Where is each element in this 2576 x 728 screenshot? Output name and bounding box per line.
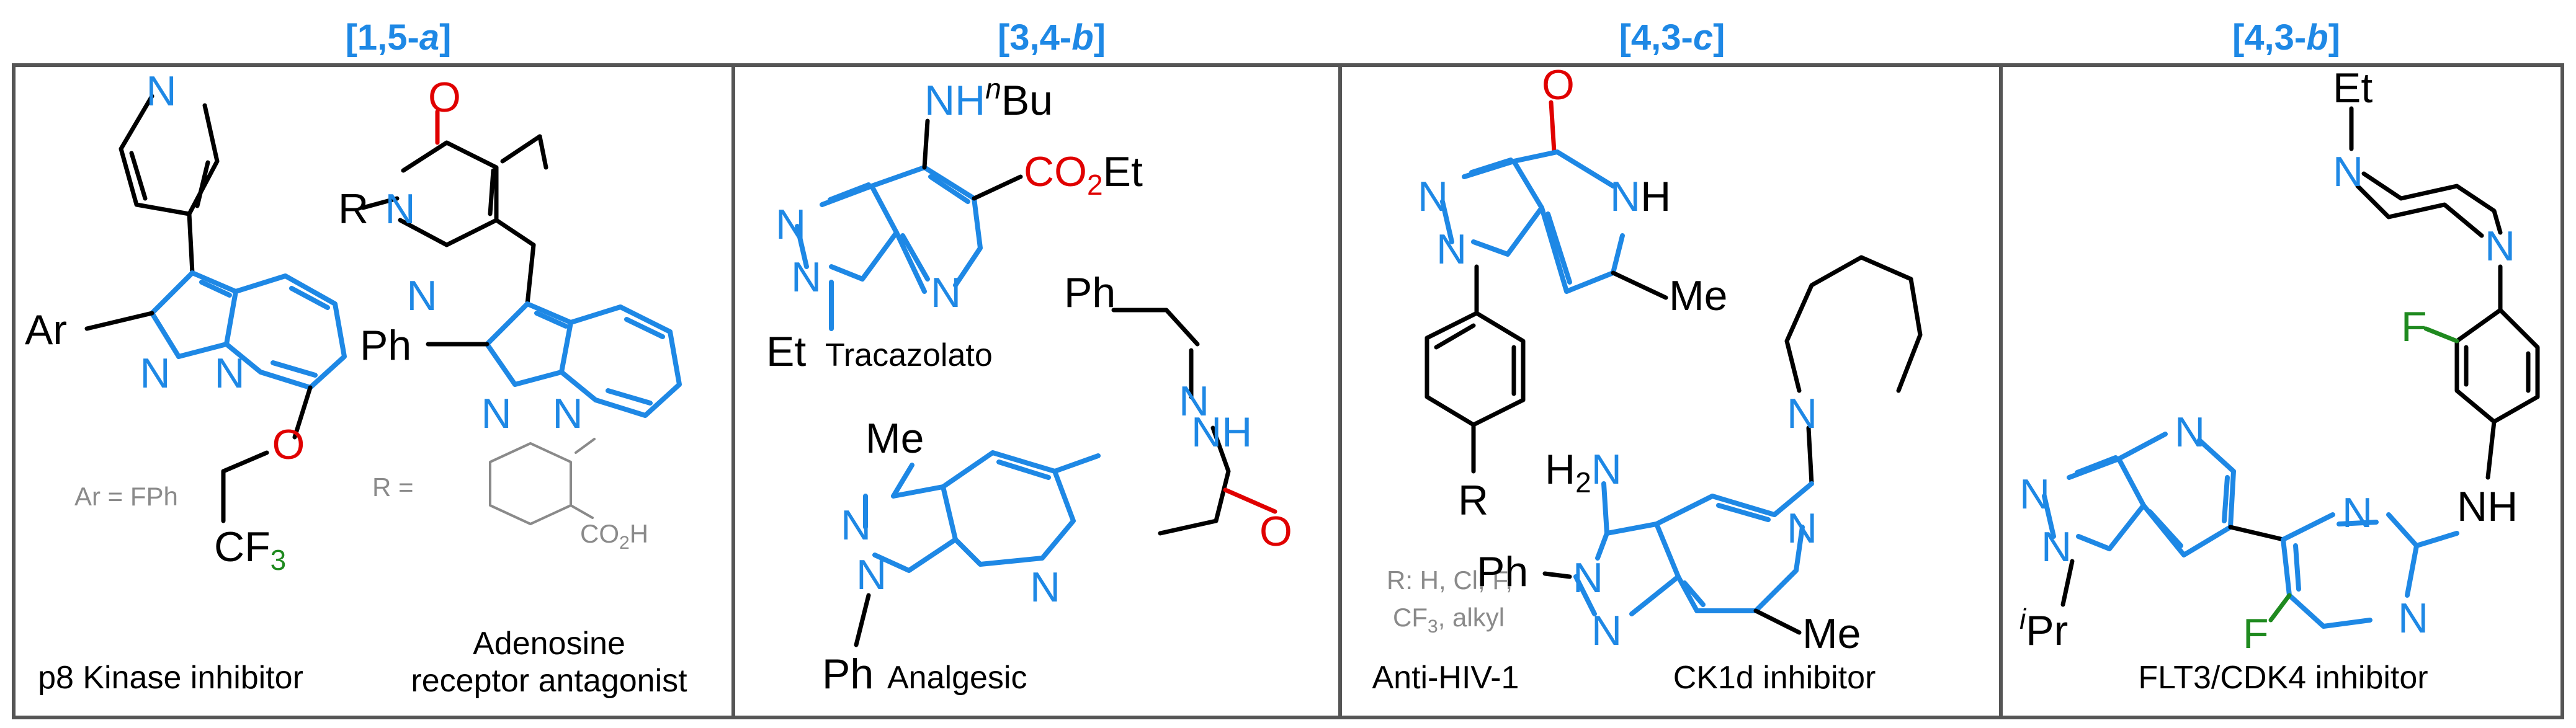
note-ar-definition: Ar = FPh	[74, 482, 178, 511]
atom-ph: Ph	[1064, 269, 1116, 316]
atom-co2et: CO2Et	[1024, 148, 1143, 201]
structure-anti-hiv: O N N NH Me R R: H, Cl, F, CF3, alkyl An…	[1372, 61, 1728, 696]
atom-nh: NH	[1610, 173, 1671, 220]
atom-n: N	[2041, 523, 2072, 570]
atom-n: N	[481, 390, 511, 437]
atom-n: N	[1591, 607, 1622, 654]
panel-header-4-3-c: [4,3-c]	[1619, 17, 1725, 58]
atom-n: N	[776, 201, 806, 248]
panel-header-4-3-b: [4,3-b]	[2232, 17, 2340, 58]
atom-ph: Ph	[1477, 548, 1528, 595]
atom-n: N	[1787, 505, 1817, 552]
atom-me: Me	[1669, 272, 1727, 319]
atom-n: N	[791, 254, 821, 301]
panel-4-3-b: Et N N F N N N iPr N N NH F FLT3/CDK4 in…	[2019, 64, 2540, 696]
structure-analgesic: Ph N NH O Me N N N Ph Analgesic	[822, 269, 1292, 698]
atom-n: N	[1030, 564, 1060, 611]
atom-o: O	[1259, 508, 1292, 555]
atom-n: N	[2175, 409, 2205, 456]
note-r-substituents-2: CF3, alkyl	[1393, 603, 1505, 637]
atom-n: N	[406, 272, 437, 319]
caption-receptor-antagonist: receptor antagonist	[411, 663, 687, 699]
structure-flt3-cdk4-inhibitor: Et N N F N N N iPr N N NH F	[2019, 64, 2540, 657]
atom-cf3: CF3	[214, 523, 286, 576]
atom-o: O	[272, 421, 305, 468]
atom-f: F	[2243, 610, 2269, 657]
panel-header-3-4-b: [3,4-b]	[998, 17, 1106, 58]
atom-ar: Ar	[25, 306, 67, 353]
atom-ipr: iPr	[2019, 603, 2068, 654]
note-r-definition: R =	[372, 473, 414, 502]
structure-tracazolato: NHnBu CO2Et N N N Et Tracazolato	[766, 73, 1143, 375]
atom-et: Et	[2333, 64, 2373, 112]
atom-n-piperidine: N	[1787, 390, 1817, 437]
atom-n: N	[2333, 148, 2363, 195]
atom-et: Et	[766, 328, 806, 375]
atom-ph: Ph	[822, 650, 874, 698]
atom-h2n: H2N	[1545, 446, 1622, 499]
caption-flt3-cdk4-inhibitor: FLT3/CDK4 inhibitor	[2138, 660, 2428, 696]
caption-ck1d-inhibitor: CK1d inhibitor	[1673, 660, 1876, 696]
caption-tracazolato: Tracazolato	[825, 337, 993, 373]
atom-n: N	[2485, 223, 2515, 270]
atom-nh-nbu: NHnBu	[924, 73, 1053, 124]
atom-n: N	[146, 68, 176, 115]
atom-n: N	[1436, 226, 1467, 273]
atom-r: R	[1458, 477, 1488, 524]
atom-o: O	[428, 74, 461, 121]
atom-n: N	[2019, 471, 2050, 518]
atom-n: N	[1179, 378, 1209, 425]
panel-4-3-c: O N N NH Me R R: H, Cl, F, CF3, alkyl An…	[1372, 61, 1923, 696]
atom-ph: Ph	[360, 322, 411, 369]
panel-3-4-b: NHnBu CO2Et N N N Et Tracazolato Ph N NH…	[766, 73, 1292, 698]
atom-n: N	[2342, 489, 2373, 536]
figure-frame	[12, 63, 2564, 719]
atom-f: F	[2401, 303, 2427, 350]
caption-analgesic: Analgesic	[887, 660, 1027, 696]
panel-1-5-a: N Ar N N O CF3 Ar = FPh O R N N Ph N N	[25, 68, 687, 699]
atom-nh: NH	[1191, 409, 1252, 456]
caption-p8-kinase-inhibitor: p8 Kinase inhibitor	[38, 660, 303, 696]
note-r-substituents-1: R: H, Cl, F,	[1387, 566, 1513, 595]
atom-n: N	[931, 269, 961, 316]
caption-anti-hiv-1: Anti-HIV-1	[1372, 660, 1519, 696]
caption-adenosine: Adenosine	[473, 626, 625, 662]
atom-me: Me	[865, 415, 924, 462]
atom-o: O	[1542, 61, 1575, 109]
atom-n: N	[552, 390, 583, 437]
structure-ck1d-inhibitor: H2N N Ph N N N Me CK1d inhibitor	[1477, 255, 1923, 696]
atom-n: N	[214, 350, 244, 397]
structure-p8-kinase-inhibitor: N Ar N N O CF3 Ar = FPh	[25, 68, 347, 576]
atom-n: N	[140, 350, 170, 397]
atom-me: Me	[1802, 610, 1861, 657]
atom-n: N	[2398, 595, 2428, 642]
atom-n: N	[1573, 554, 1603, 601]
note-co2h: CO2H	[580, 519, 648, 553]
atom-n: N	[841, 502, 871, 549]
atom-n: N	[1418, 173, 1448, 220]
atom-nh: NH	[2457, 483, 2518, 530]
structure-adenosine-antagonist: O R N N Ph N N R = CO2H	[338, 74, 682, 553]
atom-n: N	[385, 185, 415, 233]
atom-n: N	[856, 551, 887, 598]
panel-header-1-5-a: [1,5-a]	[346, 17, 452, 58]
atom-r: R	[338, 185, 369, 233]
